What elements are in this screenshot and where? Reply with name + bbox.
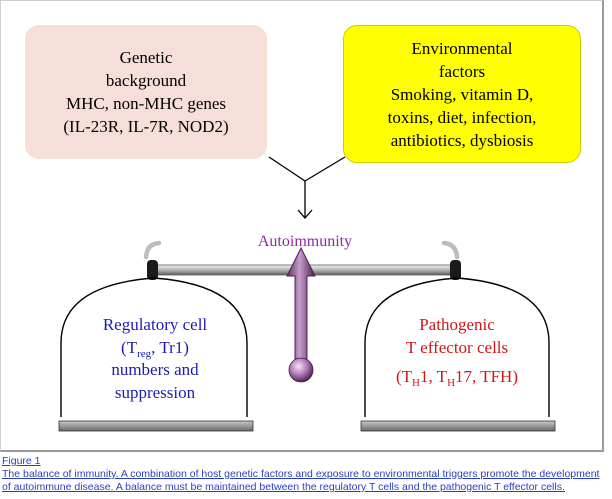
- genetic-line-1: Genetic: [119, 48, 173, 67]
- environment-line-2: factors: [438, 61, 486, 81]
- environment-line-5: antibiotics, dysbiosis: [390, 130, 534, 150]
- left-pan-base: [58, 420, 254, 432]
- figure-caption-link[interactable]: The balance of immunity. A combination o…: [2, 468, 600, 493]
- pathogenic-line-3: (TH1, TH17, TFH): [396, 367, 518, 389]
- regulatory-line-3: numbers and: [111, 360, 199, 379]
- environment-line-1: Environmental: [411, 38, 513, 58]
- autoimmunity-up-arrow: [286, 246, 316, 374]
- connector-left: [268, 156, 306, 182]
- pathogenic-line-1: Pathogenic: [419, 315, 495, 334]
- genetic-line-2: background: [105, 71, 187, 90]
- left-pan-outline: [60, 277, 248, 417]
- regulatory-line-4: suppression: [115, 383, 196, 402]
- figure-caption: Figure 1 The balance of immunity. A comb…: [2, 455, 608, 494]
- pathogenic-line-2: T effector cells: [406, 338, 508, 357]
- stem-ball-knob: [288, 357, 314, 383]
- right-pan-outline: [364, 277, 550, 417]
- autoimmunity-label: Autoimmunity: [258, 233, 352, 250]
- down-arrow-head: [297, 209, 313, 219]
- regulatory-line-1: Regulatory cell: [103, 315, 208, 334]
- pathogenic-cell-text: Pathogenic T effector cells (TH1, TH17, …: [396, 315, 518, 389]
- regulatory-line-2: (Treg, Tr1): [121, 338, 189, 360]
- regulatory-cell-text: Regulatory cell (Treg, Tr1) numbers and …: [103, 315, 208, 402]
- genetic-background-box: Genetic background MHC, non-MHC genes (I…: [25, 25, 267, 159]
- figure-frame: Genetic background MHC, non-MHC genes (I…: [0, 0, 604, 452]
- right-beam-knob: [450, 260, 461, 280]
- genetic-line-3: MHC, non-MHC genes: [65, 94, 227, 113]
- genetic-line-4: (IL-23R, IL-7R, NOD2): [63, 117, 229, 136]
- left-beam-knob: [147, 260, 158, 280]
- figure-label-link[interactable]: Figure 1: [2, 455, 41, 467]
- right-pan-base: [360, 420, 556, 432]
- environment-line-3: Smoking, vitamin D,: [390, 84, 534, 104]
- right-hook: [441, 240, 460, 260]
- connector-lines: [268, 156, 346, 219]
- balance-scale-diagram: Autoimmunity Regulatory cell (Treg, Tr1)…: [58, 156, 556, 432]
- connector-right: [304, 156, 346, 182]
- left-hook: [143, 240, 162, 260]
- environment-line-4: toxins, diet, infection,: [387, 107, 537, 127]
- environmental-factors-box: Environmental factors Smoking, vitamin D…: [343, 25, 581, 163]
